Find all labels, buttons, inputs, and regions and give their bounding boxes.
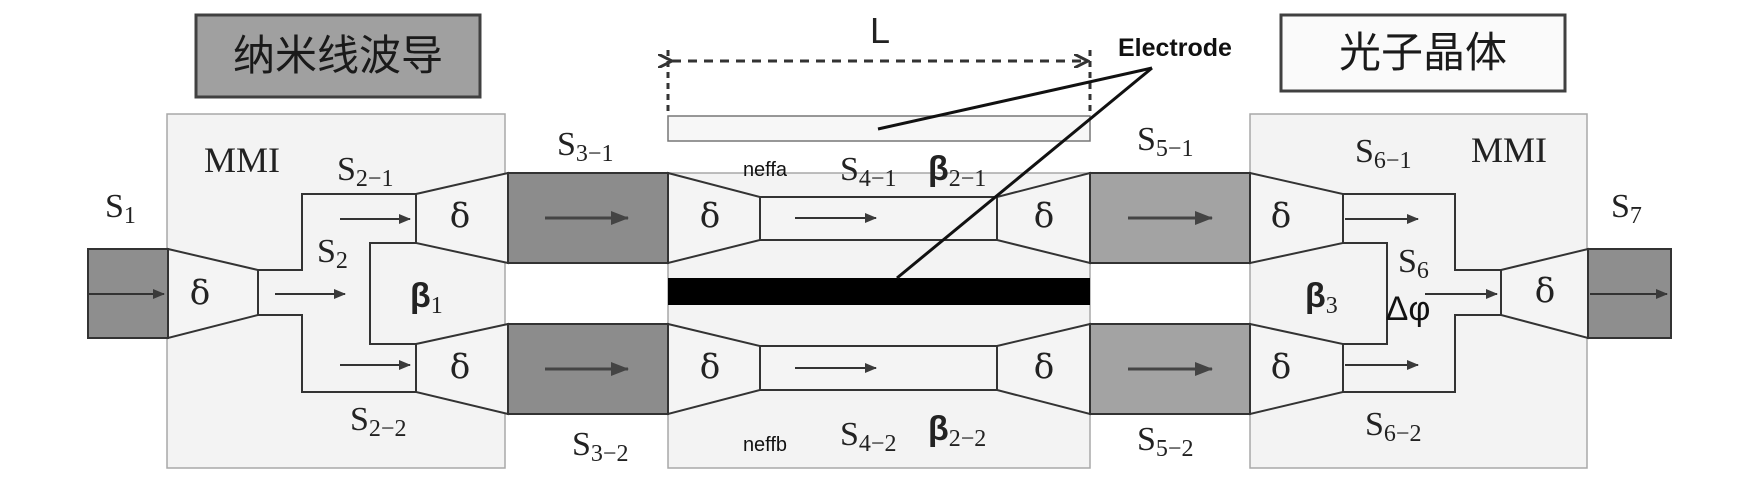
port-label-s1: S1 xyxy=(105,188,136,229)
delta-label: δ xyxy=(1271,196,1291,236)
electrode-label: Electrode xyxy=(1118,34,1232,62)
delta-label: δ xyxy=(450,347,470,387)
delta-label: δ xyxy=(700,196,720,236)
delta-phi-label: Δφ xyxy=(1386,290,1431,328)
beta-label-1: β1 xyxy=(410,277,443,319)
beta-label-2-1: β2−1 xyxy=(928,150,986,192)
port-label-s6-2: S6−2 xyxy=(1365,406,1421,447)
port-label-s2-2: S2−2 xyxy=(350,401,406,442)
port-label-s3-1: S3−1 xyxy=(557,126,613,167)
beta-label-3: β3 xyxy=(1305,277,1338,319)
electrode-pointer-bottom xyxy=(896,66,1153,280)
port-label-s5-1: S5−1 xyxy=(1137,121,1193,162)
length-label: L xyxy=(870,10,890,51)
neffa-label: neffa xyxy=(743,159,788,181)
port-label-s2: S2 xyxy=(317,233,348,274)
port-label-s2-1: S2−1 xyxy=(337,151,393,192)
photonic-crystal-label-box: 光子晶体 xyxy=(1279,13,1567,93)
delta-label: δ xyxy=(700,347,720,387)
mmi-left-label: MMI xyxy=(204,140,280,180)
delta-label: δ xyxy=(1034,347,1054,387)
port-label-s6: S6 xyxy=(1398,243,1429,284)
delta-label: δ xyxy=(450,196,470,236)
mmi-right-label: MMI xyxy=(1471,130,1547,170)
delta-label: δ xyxy=(1271,347,1291,387)
port-label-s7: S7 xyxy=(1611,188,1642,229)
port-label-s5-2: S5−2 xyxy=(1137,421,1193,462)
right-combiner-outline xyxy=(1343,193,1501,393)
photonic-crystal-label: 光子晶体 xyxy=(1339,29,1507,76)
port-label-s4-2: S4−2 xyxy=(840,416,896,457)
electrode-bar xyxy=(668,278,1090,305)
delta-label: δ xyxy=(190,273,210,313)
nanowire-label: 纳米线波导 xyxy=(233,32,443,79)
port-label-s6-1: S6−1 xyxy=(1355,133,1411,174)
beta-label-2-2: β2−2 xyxy=(928,410,986,452)
nanowire-label-box: 纳米线波导 xyxy=(194,13,482,99)
delta-label: δ xyxy=(1034,196,1054,236)
neffb-label: neffb xyxy=(743,434,787,456)
port-label-s4-1: S4−1 xyxy=(840,151,896,192)
delta-label: δ xyxy=(1535,271,1555,311)
port-label-s3-2: S3−2 xyxy=(572,426,628,467)
electrode-pointer-top xyxy=(877,66,1153,131)
